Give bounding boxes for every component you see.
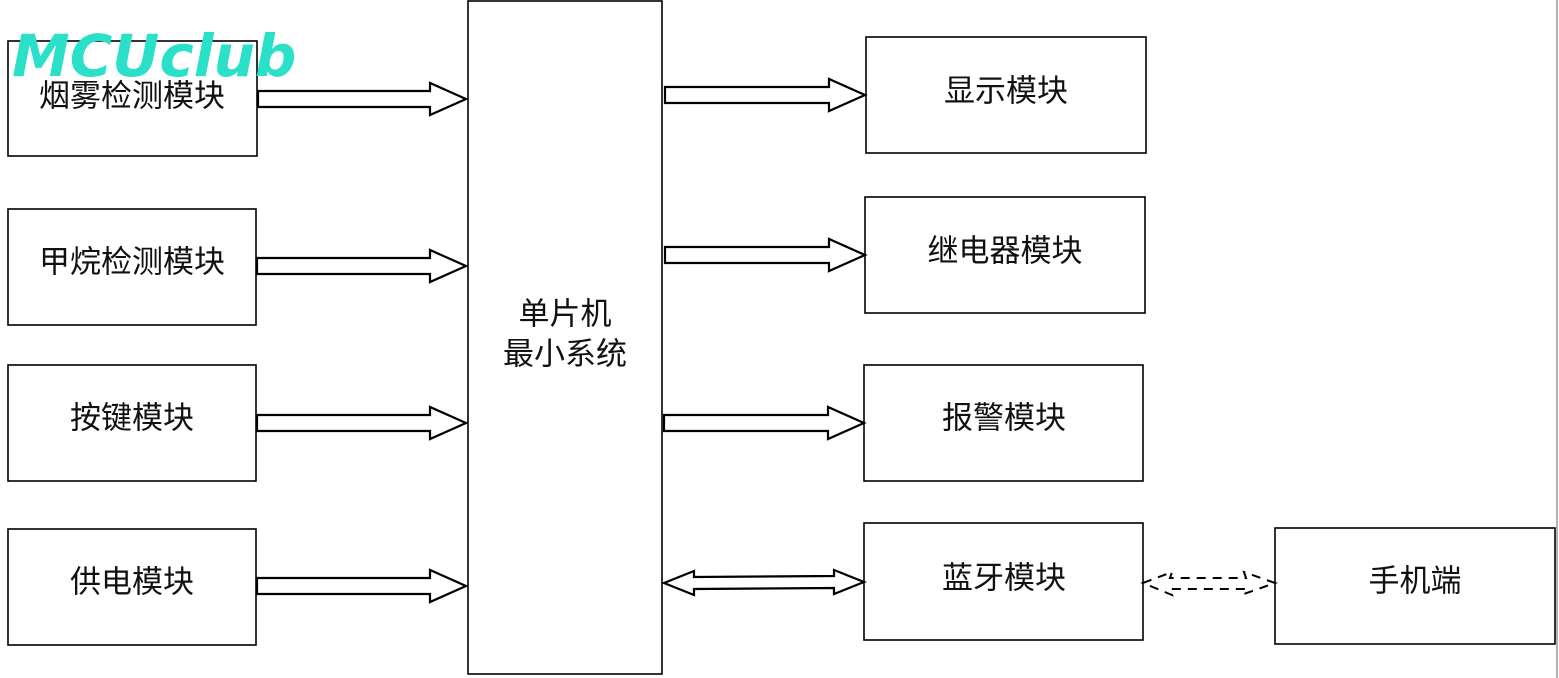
power-module-box: 供电模块 <box>7 528 257 646</box>
bluetooth-phone-wireless-arrow <box>1140 570 1278 597</box>
mcu-to-relay-arrow <box>663 237 868 273</box>
mcu-label-line1: 单片机 <box>519 297 612 333</box>
relay-module-label: 继电器模块 <box>928 234 1083 270</box>
methane-to-mcu-arrow <box>255 248 469 284</box>
power-module-label: 供电模块 <box>70 565 194 601</box>
key-to-mcu-arrow <box>255 405 469 441</box>
mcuclub-watermark: MCUclub <box>12 22 296 90</box>
alarm-module-box: 报警模块 <box>863 364 1144 482</box>
mcu-to-display-arrow <box>663 77 868 113</box>
bluetooth-module-box: 蓝牙模块 <box>863 522 1144 641</box>
mcu-box: 单片机 最小系统 <box>467 0 663 675</box>
alarm-module-label: 报警模块 <box>942 401 1066 437</box>
power-to-mcu-arrow <box>255 568 469 604</box>
smoke-detection-module-label: 烟雾检测模块 <box>39 79 225 115</box>
display-module-box: 显示模块 <box>865 36 1147 154</box>
mcu-to-alarm-arrow <box>662 405 867 441</box>
mcu-bluetooth-bidirectional-arrow <box>661 568 867 597</box>
methane-detection-module-box: 甲烷检测模块 <box>7 208 257 326</box>
mcu-label-line2: 最小系统 <box>503 337 627 373</box>
key-module-label: 按键模块 <box>70 401 194 437</box>
phone-box: 手机端 <box>1274 527 1556 645</box>
phone-label: 手机端 <box>1369 564 1462 600</box>
relay-module-box: 继电器模块 <box>864 196 1146 314</box>
smoke-detection-module-box: 烟雾检测模块 <box>7 40 258 157</box>
key-module-box: 按键模块 <box>7 364 257 482</box>
bluetooth-module-label: 蓝牙模块 <box>942 561 1066 597</box>
methane-detection-module-label: 甲烷检测模块 <box>39 245 225 281</box>
smoke-to-mcu-arrow <box>256 81 469 117</box>
display-module-label: 显示模块 <box>944 74 1068 110</box>
